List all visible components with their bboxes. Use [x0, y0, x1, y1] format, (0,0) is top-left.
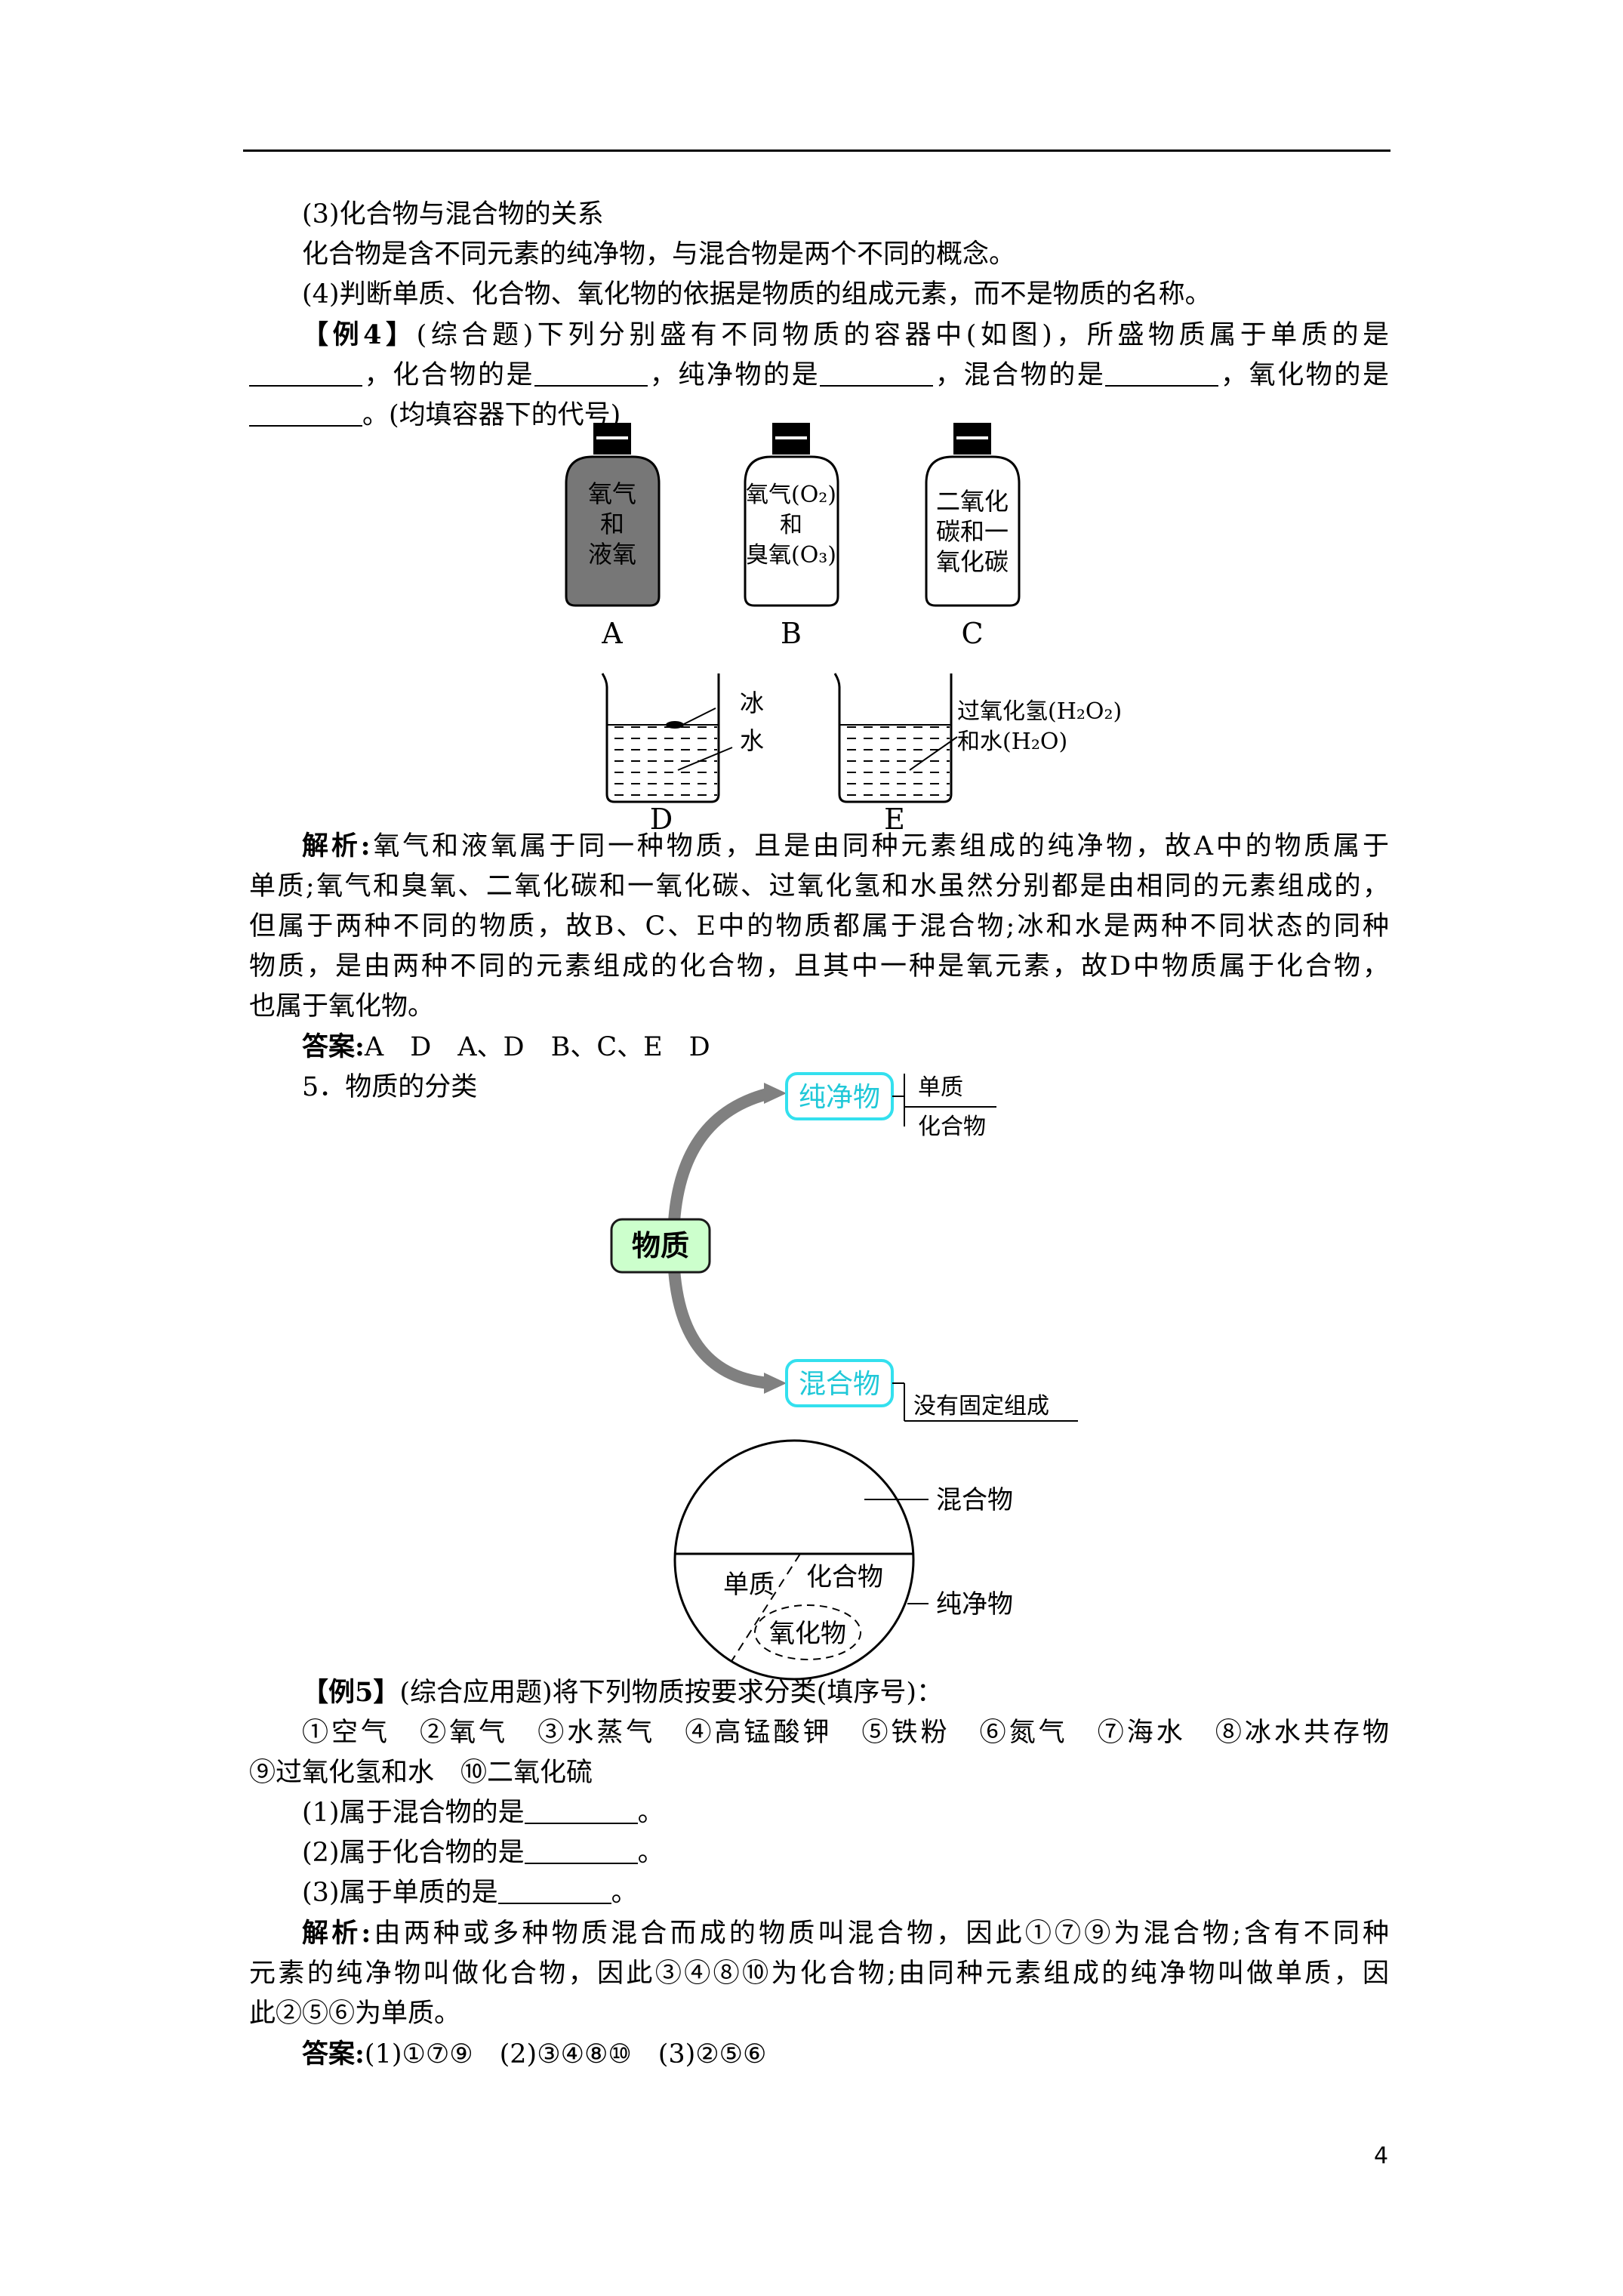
analysis-label: 解析:: [302, 1918, 371, 1949]
section3-text: 化合物是含不同元素的纯净物，与混合物是两个不同的概念。: [302, 239, 1016, 270]
analysis-text: 氧气和液氧属于同一种物质，且是由同种元素组成的纯净物，故A中的物质属于: [370, 831, 1390, 861]
tree-leaf-no-fixed: 没有固定组成: [913, 1393, 1049, 1419]
tree-leaf-element: 单质: [918, 1074, 963, 1101]
tree-node-pure: 纯净物: [785, 1072, 894, 1120]
bottle-a-line1: 氧气: [588, 479, 636, 508]
example5-s2: (2)属于化合物的是: [302, 1838, 525, 1868]
analysis-label: 解析:: [302, 831, 371, 861]
answer-blank: [497, 1880, 611, 1904]
tree-leaf-compound: 化合物: [918, 1114, 986, 1140]
example5-answer: 答案:(1)①⑦⑨ (2)③④⑧⑩ (3)②⑤⑥: [249, 2034, 1389, 2075]
example4-answer: 答案:A D A、D B、C、E D: [249, 1027, 1389, 1068]
analysis-text: 由两种或多种物质混合而成的物质叫混合物，因此①⑦⑨为混合物;含有不同种: [371, 1918, 1390, 1949]
bottle-a-letter: A: [601, 617, 623, 649]
example4-analysis-line: 也属于氧化物。: [249, 991, 435, 1022]
bottle-b-letter: B: [781, 617, 802, 649]
circle-pure-label: 纯净物: [936, 1589, 1013, 1620]
beakers-figure: 冰 水 D 过氧化氢(H₂O₂) 和水(H₂O) E: [601, 673, 1122, 831]
example5-items-line2: ⑨过氧化氢和水 ⑩二氧化硫: [249, 1758, 593, 1788]
example5-items-line1: ①空气 ②氧气 ③水蒸气 ④高锰酸钾 ⑤铁粉 ⑥氮气 ⑦海水 ⑧冰水共存物: [302, 1718, 1389, 1748]
beaker-e-letter: E: [884, 803, 905, 831]
tree-node-mixture-label: 混合物: [799, 1369, 880, 1400]
answer-text: A D A、D B、C、E D: [364, 1032, 710, 1062]
example4-analysis-line: 但属于两种不同的物质，故B、C、E中的物质都属于混合物;冰和水是两种不同状态的同…: [249, 911, 1389, 942]
answer-blank: [820, 362, 934, 387]
example4-q2c: ，混合物的是: [933, 360, 1106, 390]
answer-blank: [249, 402, 362, 427]
bottle-a: 氧气 和 液氧 A: [565, 423, 661, 649]
example5-question: 【例5】(综合应用题)将下列物质按要求分类(填序号)：: [249, 1672, 1389, 1713]
answer-label: 答案:: [302, 1031, 365, 1062]
example4-analysis-line: 解析:氧气和液氧属于同一种物质，且是由同种元素组成的纯净物，故A中的物质属于: [249, 826, 1389, 867]
example5-label: 【例5】: [302, 1677, 400, 1708]
answer-blank: [249, 362, 362, 387]
bottles-figure: 氧气 和 液氧 A 氧气(O₂) 和 臭氧(O₃) B 二氧化 碳和一 氧化碳 …: [565, 423, 1021, 649]
bottle-c-line1: 二氧化: [936, 487, 1009, 516]
tree-root-label: 物质: [632, 1228, 689, 1262]
circle-oxide-label: 氧化物: [769, 1619, 846, 1649]
example5-sub2: (2)属于化合物的是。: [302, 1838, 664, 1868]
tree-node-mixture: 混合物: [785, 1359, 894, 1407]
answer-blank: [524, 1800, 638, 1824]
example5-analysis-line: 解析:由两种或多种物质混合而成的物质叫混合物，因此①⑦⑨为混合物;含有不同种: [249, 1913, 1389, 1954]
section5-heading: 5．物质的分类: [302, 1072, 478, 1102]
example5-sub1: (1)属于混合物的是。: [302, 1798, 664, 1828]
example4-analysis-line: 单质;氧气和臭氧、二氧化碳和一氧化碳、过氧化氢和水虽然分别都是由相同的元素组成的…: [249, 871, 1389, 901]
circle-element-label: 单质: [723, 1570, 775, 1600]
bottle-b-line3: 臭氧(O₃): [746, 542, 836, 569]
example4-q2a: ，化合物的是: [362, 360, 535, 390]
section3-heading: (3)化合物与混合物的关系: [302, 199, 604, 230]
bottle-b: 氧气(O₂) 和 臭氧(O₃) B: [744, 423, 839, 649]
answer-blank: [1105, 362, 1219, 387]
beaker-d: 冰 水 D: [601, 673, 764, 831]
tree-node-pure-label: 纯净物: [799, 1082, 880, 1113]
circle-compound-label: 化合物: [806, 1562, 883, 1592]
example4-question-line3: 。(均填容器下的代号): [249, 396, 1389, 436]
example5-sub3: (3)属于单质的是。: [302, 1878, 638, 1908]
page-number: 4: [1374, 2143, 1389, 2169]
bottle-a-line3: 液氧: [588, 540, 636, 569]
beaker-e: 过氧化氢(H₂O₂) 和水(H₂O) E: [833, 673, 1122, 831]
tree-root: 物质: [610, 1218, 711, 1274]
beaker-d-label-water: 水: [740, 726, 764, 755]
bottle-c: 二氧化 碳和一 氧化碳 C: [925, 423, 1021, 649]
answer-blank: [534, 362, 648, 387]
bottle-b-line2: 和: [780, 512, 802, 538]
example5-s3: (3)属于单质的是: [302, 1878, 498, 1908]
answer-text: (1)①⑦⑨ (2)③④⑧⑩ (3)②⑤⑥: [364, 2039, 767, 2069]
bottle-b-line1: 氧气(O₂): [746, 482, 836, 508]
section-3-4: (3)化合物与混合物的关系 化合物是含不同元素的纯净物，与混合物是两个不同的概念…: [249, 195, 1389, 436]
beaker-d-letter: D: [650, 803, 673, 831]
answer-blank: [524, 1840, 638, 1864]
example5-analysis-line: 元素的纯净物叫做化合物，因此③④⑧⑩为化合物;由同种元素组成的纯净物叫做单质，因: [249, 1959, 1389, 1989]
bottle-c-letter: C: [961, 617, 983, 649]
example4-analysis-line: 物质，是由两种不同的元素组成的化合物，且其中一种是氧元素，故D中物质属于化合物，: [249, 951, 1389, 982]
example4-q2b: ，纯净物的是: [648, 360, 821, 390]
example4-label: 【例4】: [302, 319, 417, 350]
example4-question-line1: 【例4】(综合题)下列分别盛有不同物质的容器中(如图)，所盛物质属于单质的是: [249, 315, 1389, 356]
example4-analysis: 解析:氧气和液氧属于同一种物质，且是由同种元素组成的纯净物，故A中的物质属于 单…: [249, 826, 1389, 1108]
classification-tree: 物质 纯净物 混合物 单质 化合物 没有固定组成: [610, 1072, 1078, 1422]
example4-q2d: ，氧化物的是: [1218, 360, 1389, 390]
section4-text: (4)判断单质、化合物、氧化物的依据是物质的组成元素，而不是物质的名称。: [302, 279, 1212, 310]
circle-mixture-label: 混合物: [936, 1485, 1013, 1515]
example4-q1: (综合题)下列分别盛有不同物质的容器中(如图)，所盛物质属于单质的是: [416, 320, 1390, 350]
beaker-e-label-1: 过氧化氢(H₂O₂): [957, 698, 1122, 725]
bottle-c-line3: 氧化碳: [936, 547, 1009, 576]
example5-q: (综合应用题)将下列物质按要求分类(填序号)：: [399, 1678, 943, 1708]
beaker-e-label-2: 和水(H₂O): [957, 729, 1067, 755]
example4-question-line2: ，化合物的是 ，纯净物的是 ，混合物的是 ，氧化物的是: [249, 356, 1389, 396]
bottle-c-line2: 碳和一: [936, 517, 1009, 546]
bottle-a-line2: 和: [600, 510, 624, 538]
example5-s1: (1)属于混合物的是: [302, 1798, 525, 1828]
circle-outline: [673, 1439, 915, 1681]
beaker-d-label-ice: 冰: [740, 689, 764, 717]
header-rule: [243, 149, 1390, 152]
example5-analysis-line: 此②⑤⑥为单质。: [249, 1999, 461, 2029]
answer-label: 答案:: [302, 2039, 365, 2069]
example4-q3: 。(均填容器下的代号): [362, 400, 621, 430]
classification-circle: 单质 化合物 氧化物 混合物 纯净物: [673, 1439, 1013, 1681]
example5: 【例5】(综合应用题)将下列物质按要求分类(填序号)： ①空气 ②氧气 ③水蒸气…: [249, 1672, 1389, 2075]
